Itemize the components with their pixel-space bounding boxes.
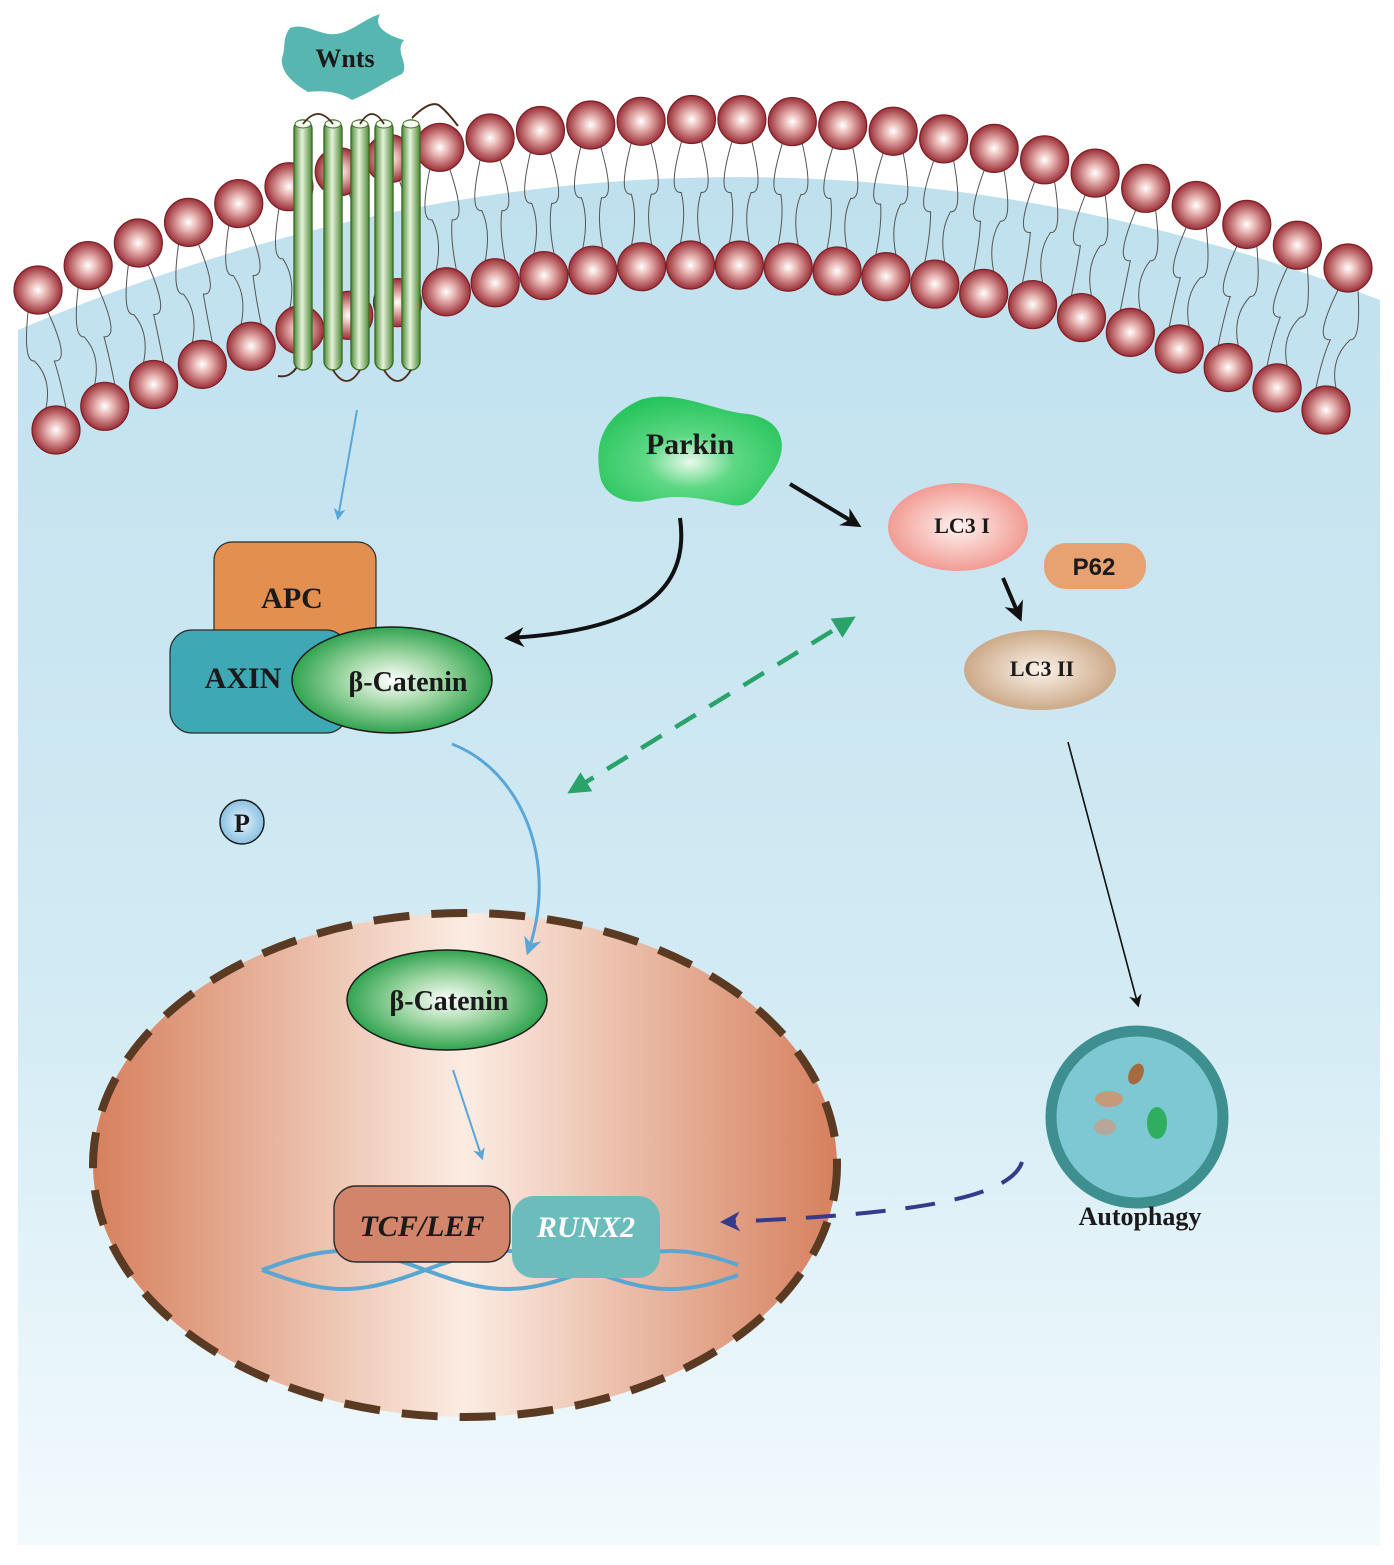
parkin-protein: Parkin	[598, 396, 782, 506]
arrow-lc3-1-to-lc3-2	[1001, 577, 1023, 622]
arrow-parkin-to-beta-catenin	[504, 517, 684, 648]
lc3-2-protein: LC3 II	[964, 630, 1116, 710]
phosphate-group: P	[219, 799, 265, 845]
arrow-lc3-2-to-autophagy	[1067, 741, 1142, 1008]
tcf-lef-label: TCF/LEF	[359, 1210, 484, 1243]
frizzled-receptor	[277, 103, 459, 382]
arrow-beta-catenin-to-nucleus	[451, 742, 542, 956]
lc3-1-label: LC3 I	[934, 513, 990, 538]
runx2-factor: RUNX2	[512, 1196, 660, 1278]
destruction-complex: APC AXIN β-Catenin	[169, 541, 493, 734]
autophagy-label: Autophagy	[1079, 1202, 1202, 1231]
wnts-label: Wnts	[315, 44, 374, 73]
arrow-receptor-to-complex	[333, 409, 358, 521]
wnts-ligand: Wnts	[281, 14, 405, 100]
apc-label: APC	[261, 582, 323, 615]
lc3-2-label: LC3 II	[1010, 656, 1074, 681]
arrow-bidirectional-crosstalk	[567, 616, 856, 794]
phosphate-label: P	[234, 809, 250, 838]
lc3-1-protein: LC3 I	[888, 483, 1028, 571]
beta-catenin-nuclear: β-Catenin	[346, 949, 548, 1051]
axin-label: AXIN	[205, 662, 282, 695]
p62-label: P62	[1073, 554, 1116, 581]
nucleus	[89, 909, 841, 1421]
beta-catenin-cytoplasmic-label: β-Catenin	[349, 667, 468, 698]
tcf-lef-factor: TCF/LEF	[333, 1185, 511, 1263]
runx2-label: RUNX2	[536, 1211, 635, 1244]
arrow-beta-catenin-to-tcf	[452, 1069, 485, 1161]
beta-catenin-cytoplasmic	[291, 626, 493, 734]
beta-catenin-nuclear-label: β-Catenin	[390, 986, 509, 1017]
arrows	[333, 409, 1142, 1232]
p62-protein: P62	[1044, 543, 1146, 589]
arrow-autophagy-to-runx2	[720, 1161, 1024, 1232]
autophagosome: Autophagy	[1045, 1025, 1229, 1231]
arrow-parkin-to-lc3-1	[788, 482, 862, 528]
parkin-label: Parkin	[646, 428, 735, 461]
